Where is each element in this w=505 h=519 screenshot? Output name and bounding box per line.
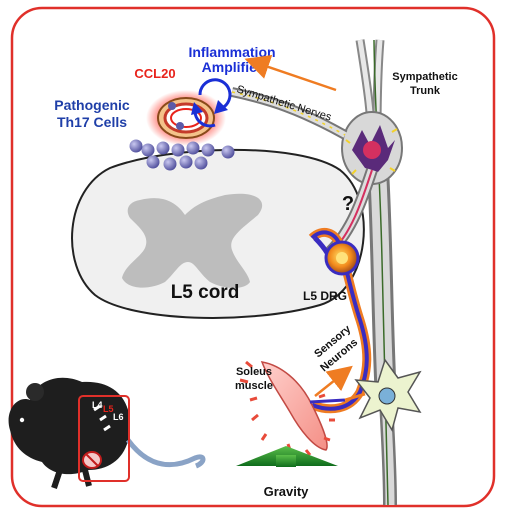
sympathetic-neuron-lower [354, 358, 422, 432]
inflammation-label-line1: Inflammation [188, 44, 275, 60]
th17-cells [129, 139, 235, 171]
amplifier-loop-icon [191, 78, 232, 128]
gravity-arrow [236, 446, 338, 467]
sympathetic-arrow [244, 55, 337, 92]
sympathetic-trunk-label-line2: Trunk [410, 85, 441, 97]
mouse-highlight-box [78, 395, 130, 482]
l5-drg-label: L5 DRG [303, 289, 347, 303]
soleus-label-line2: muscle [235, 380, 273, 392]
th17-cell [156, 141, 170, 155]
th17-cell [194, 156, 208, 170]
sympathetic-trunk-label-line1: Sympathetic [392, 71, 457, 83]
inflammation-label-line2: Amplifier [202, 59, 263, 75]
grey-matter [122, 193, 263, 288]
mouse-l6-label: L6 [113, 412, 124, 422]
th17-cell [129, 139, 143, 153]
mouse-l4-label: L4 [92, 400, 103, 410]
soleus-label-line1: Soleus [236, 366, 272, 378]
ccl20-label: CCL20 [134, 66, 175, 81]
sensory-arrow [314, 365, 353, 397]
mouse-l5-label: L5 [103, 404, 114, 414]
th17-cell [141, 143, 155, 157]
pathogenic-label-line2: Th17 Cells [57, 114, 127, 130]
th17-cell [171, 143, 185, 157]
l5-cord-label: L5 cord [171, 282, 240, 303]
l5-cord-section [71, 148, 365, 319]
th17-cell [179, 155, 193, 169]
gravity-label: Gravity [264, 484, 310, 499]
soleus-muscle [239, 360, 366, 456]
l5-drg [308, 227, 372, 414]
sympathetic-nerve-fiber [230, 87, 348, 140]
sympathetic-ganglion [341, 111, 403, 185]
th17-cell [221, 145, 235, 159]
inflamed-vessel [146, 90, 226, 146]
th17-cell [146, 155, 160, 169]
th17-cell [201, 143, 215, 157]
th17-cell [163, 157, 177, 171]
question-mark: ? [342, 193, 354, 215]
pathogenic-label-line1: Pathogenic [54, 97, 130, 113]
mouse-illustration [8, 377, 206, 489]
th17-cell [186, 141, 200, 155]
